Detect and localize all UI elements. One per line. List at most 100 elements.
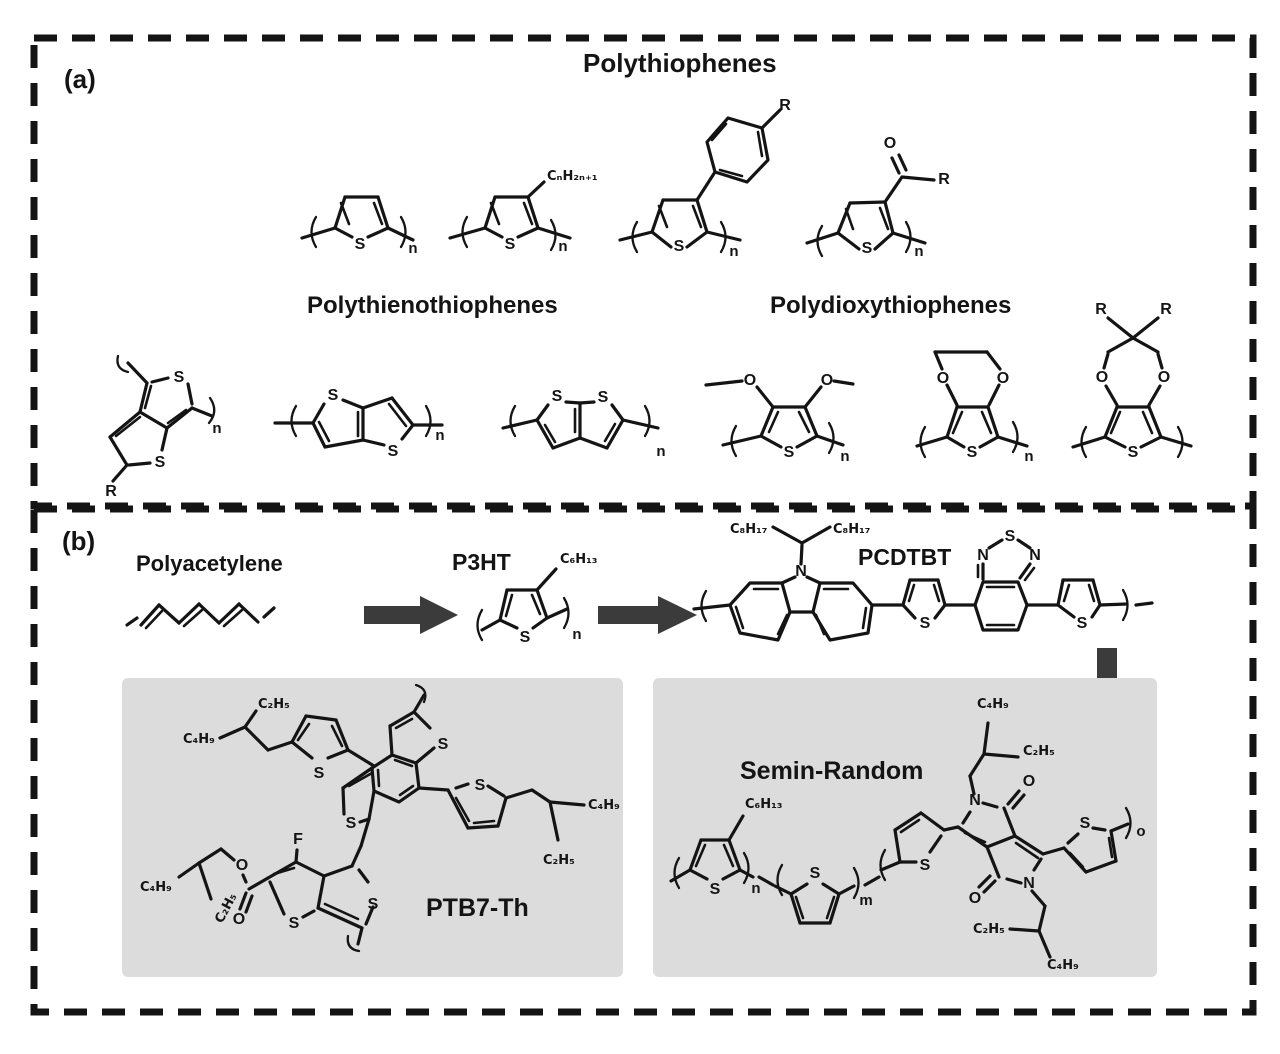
oxygen-label: O bbox=[744, 372, 756, 389]
nitrogen-label: N bbox=[977, 547, 989, 564]
structure-poly3phenylthiophene: S n R bbox=[618, 97, 791, 260]
repeat-n: n bbox=[656, 443, 665, 460]
sulfur-label: S bbox=[674, 238, 685, 255]
bonds bbox=[273, 396, 444, 449]
repeat-n: n bbox=[212, 420, 221, 437]
repeat-m: m bbox=[859, 892, 872, 909]
ptb7-box bbox=[122, 678, 623, 977]
structure-semirandom: C₆H₁₃ S n S m S N O N O C₄H₉ C₂H₅ C₂H₅ C… bbox=[669, 697, 1146, 973]
sulfur-label: S bbox=[862, 240, 873, 257]
structure-thieno34b-thiophene: S S n R bbox=[105, 354, 222, 500]
repeat-n: n bbox=[558, 238, 567, 255]
sulfur-label: S bbox=[810, 865, 821, 882]
repeat-n: n bbox=[408, 240, 417, 257]
hexyl-formula: C₆H₁₃ bbox=[560, 552, 598, 567]
ethyl-formula: C₂H₅ bbox=[973, 922, 1005, 937]
octyl-formula: C₈H₁₇ bbox=[730, 522, 768, 537]
sulfur-label: S bbox=[314, 765, 325, 782]
bonds bbox=[618, 108, 782, 254]
sulfur-label: S bbox=[289, 915, 300, 932]
arrow-right-2 bbox=[598, 596, 697, 634]
butyl-formula: C₄H₉ bbox=[1047, 958, 1079, 973]
structure-poly3acylthiophene: S n O R bbox=[805, 135, 950, 260]
oxygen-label: O bbox=[884, 135, 896, 152]
structure-p3ht: S n C₆H₁₃ bbox=[476, 552, 598, 646]
subtitle-polydioxythiophenes: Polydioxythiophenes bbox=[770, 292, 1012, 319]
bonds bbox=[177, 683, 586, 953]
structure-pcdtbt: C₈H₁₇ C₈H₁₇ N S N N S S bbox=[692, 522, 1154, 642]
structure-thieno23b-thiophene: S S n bbox=[501, 388, 666, 460]
nitrogen-label: N bbox=[1029, 547, 1041, 564]
panel-b-border bbox=[30, 505, 1257, 1016]
butyl-formula: C₄H₉ bbox=[588, 798, 620, 813]
ethyl-formula: C₂H₅ bbox=[1023, 744, 1055, 759]
bonds bbox=[476, 567, 570, 642]
oxygen-label: O bbox=[1023, 773, 1035, 790]
sulfur-label: S bbox=[1005, 528, 1016, 545]
bonds bbox=[108, 354, 216, 483]
bonds bbox=[692, 525, 1154, 642]
sulfur-label: S bbox=[920, 857, 931, 874]
oxygen-label: O bbox=[937, 370, 949, 387]
r-group-label: R bbox=[1160, 301, 1172, 318]
structure-prodot: R R O O S bbox=[1071, 301, 1193, 461]
sulfur-label: S bbox=[438, 736, 449, 753]
sulfur-label: S bbox=[1077, 615, 1088, 632]
structure-dimethoxythiophene: O O S n bbox=[704, 372, 855, 465]
repeat-n: n bbox=[1024, 448, 1033, 465]
sulfur-label: S bbox=[1080, 815, 1091, 832]
repeat-n: n bbox=[729, 243, 738, 260]
sulfur-label: S bbox=[174, 369, 185, 386]
structure-polythiophene: S n bbox=[300, 195, 418, 257]
sulfur-label: S bbox=[920, 615, 931, 632]
oxygen-label: O bbox=[997, 370, 1009, 387]
oxygen-label: O bbox=[1096, 369, 1108, 386]
bonds bbox=[805, 153, 936, 258]
sulfur-label: S bbox=[368, 896, 379, 913]
sulfur-label: S bbox=[388, 443, 399, 460]
oxygen-label: O bbox=[1158, 369, 1170, 386]
bonds bbox=[704, 379, 855, 458]
subtitle-polythienothiophenes: Polythienothiophenes bbox=[307, 292, 558, 319]
p3ht-label: P3HT bbox=[452, 549, 511, 575]
sulfur-label: S bbox=[598, 389, 609, 406]
butyl-formula: C₄H₉ bbox=[977, 697, 1009, 712]
repeat-n: n bbox=[572, 626, 581, 643]
oxygen-label: O bbox=[236, 857, 248, 874]
oxygen-label: O bbox=[969, 890, 981, 907]
arrow-right-1 bbox=[364, 596, 458, 634]
ethyl-formula: C₂H₅ bbox=[258, 697, 290, 712]
structure-ptb7-th: C₂H₅ C₄H₉ S S S F O O C₄H₉ C₂H₅ S S S C₄… bbox=[140, 683, 620, 953]
repeat-o: o bbox=[1136, 823, 1145, 840]
structure-thieno32b-thiophene: S S n bbox=[273, 387, 445, 460]
oxygen-label: O bbox=[821, 372, 833, 389]
ethyl-formula: C₂H₅ bbox=[543, 853, 575, 868]
sulfur-label: S bbox=[552, 388, 563, 405]
panel-b-tag: (b) bbox=[62, 526, 96, 556]
sulfur-label: S bbox=[1128, 444, 1139, 461]
repeat-n: n bbox=[751, 880, 760, 897]
repeat-n: n bbox=[435, 427, 444, 444]
sulfur-label: S bbox=[475, 777, 486, 794]
nitrogen-label: N bbox=[1023, 875, 1035, 892]
alkyl-formula: CₙH₂ₙ₊₁ bbox=[547, 169, 598, 184]
bonds bbox=[501, 400, 660, 450]
r-group-label: R bbox=[105, 483, 117, 500]
semirandom-label: Semin-Random bbox=[740, 757, 924, 785]
sulfur-label: S bbox=[355, 236, 366, 253]
nitrogen-label: N bbox=[795, 563, 807, 580]
bonds bbox=[669, 721, 1132, 959]
r-group-label: R bbox=[938, 171, 950, 188]
sulfur-label: S bbox=[784, 444, 795, 461]
sulfur-label: S bbox=[155, 454, 166, 471]
sulfur-label: S bbox=[710, 881, 721, 898]
structure-poly3alkylthiophene: S n CₙH₂ₙ₊₁ bbox=[448, 169, 598, 255]
bonds bbox=[915, 350, 1029, 459]
nitrogen-label: N bbox=[969, 792, 981, 809]
repeat-n: n bbox=[840, 448, 849, 465]
hexyl-formula: C₆H₁₃ bbox=[745, 797, 783, 812]
r-group-label: R bbox=[1095, 301, 1107, 318]
bonds bbox=[1071, 316, 1193, 459]
